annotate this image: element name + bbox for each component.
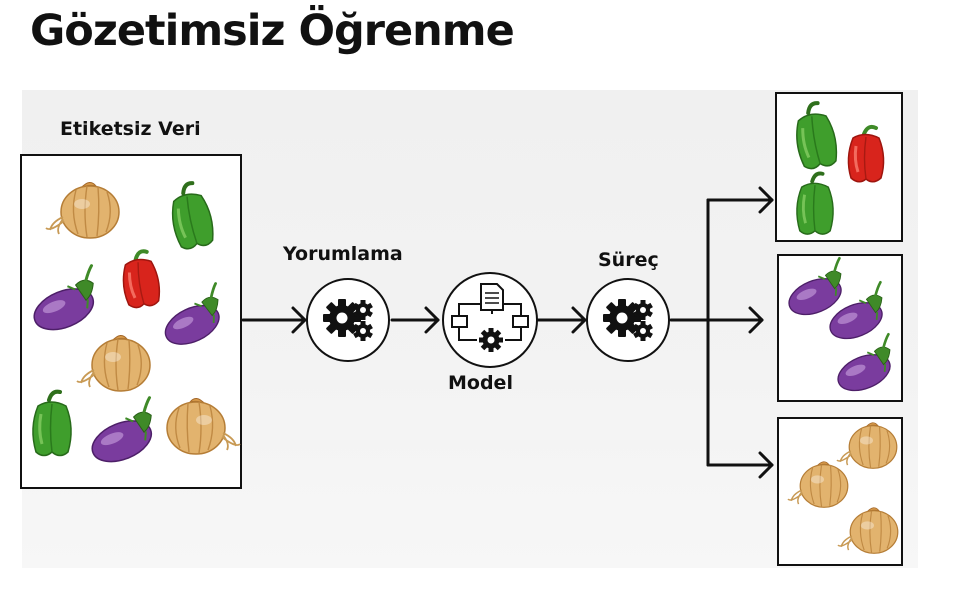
interpretation-gears: [306, 278, 390, 362]
model-flowchart-icon: [451, 283, 529, 352]
model-node: [442, 272, 538, 368]
unlabeled-data-label: Etiketsiz Veri: [60, 118, 201, 140]
arrow: [535, 306, 587, 334]
process-gears: [586, 278, 670, 362]
branch-connector: [669, 198, 710, 467]
arrow: [706, 186, 774, 214]
arrow: [241, 306, 307, 334]
arrow: [706, 306, 764, 334]
interpretation-label: Yorumlama: [283, 243, 403, 265]
page-title: Gözetimsiz Öğrenme: [30, 6, 515, 56]
arrow: [390, 306, 440, 334]
arrow: [706, 451, 774, 479]
model-label: Model: [448, 372, 513, 394]
process-label: Süreç: [598, 249, 659, 271]
